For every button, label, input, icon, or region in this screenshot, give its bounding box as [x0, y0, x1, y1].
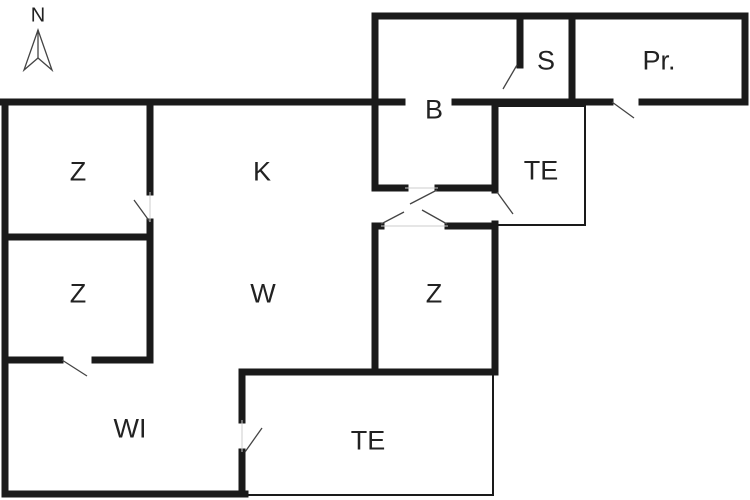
room-label-z2: Z	[69, 278, 87, 309]
walls	[0, 12, 749, 498]
thin-walls	[245, 105, 586, 496]
room-label-w: W	[250, 278, 276, 309]
room-label-pr: Pr.	[642, 45, 676, 76]
doors	[61, 64, 635, 453]
room-label-wi: WI	[113, 413, 147, 444]
compass-label: N	[30, 4, 46, 27]
room-label-s: S	[536, 45, 556, 76]
room-label-te-small: TE	[523, 155, 559, 186]
room-label-k: K	[252, 156, 272, 187]
room-label-z1: Z	[69, 156, 87, 187]
room-label-b: B	[424, 94, 444, 125]
room-label-te-large: TE	[350, 425, 386, 456]
compass-arrow-icon	[22, 28, 54, 73]
room-label-z3: Z	[425, 278, 443, 309]
